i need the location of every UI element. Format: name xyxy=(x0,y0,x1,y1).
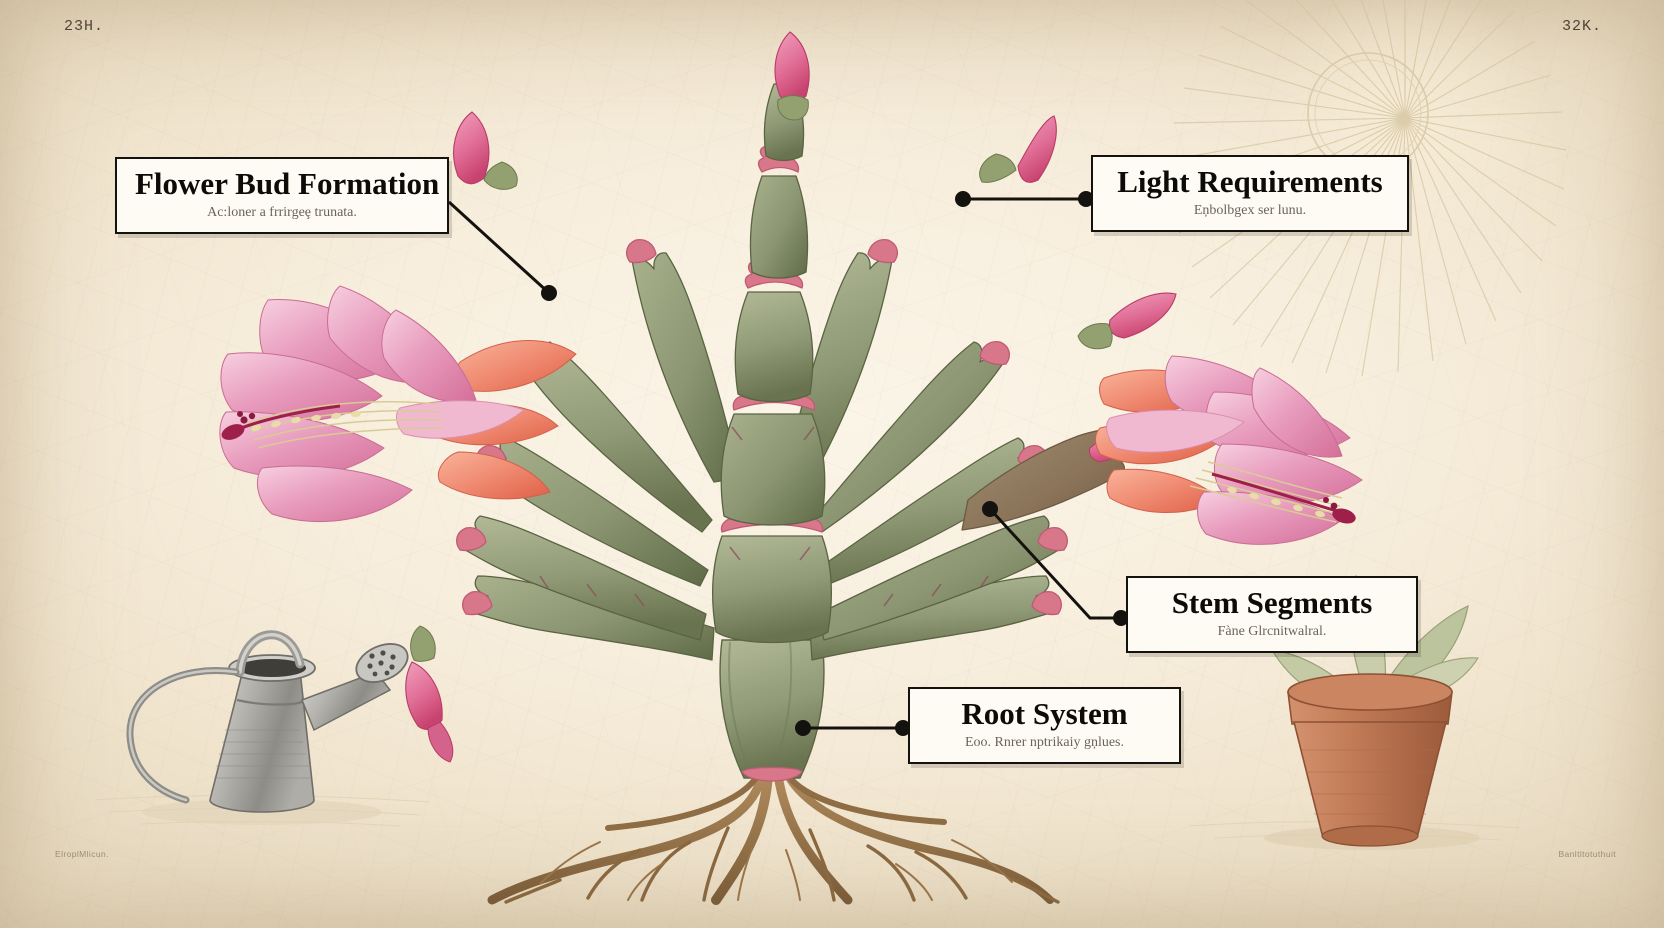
label-title-stem-segments: Stem Segments xyxy=(1171,585,1373,620)
label-title-light-requirements: Light Requirements xyxy=(1117,164,1383,199)
cactus-segments xyxy=(455,83,1126,661)
can-opening xyxy=(238,659,306,677)
stamen-filaments xyxy=(1189,461,1343,523)
flower-buds xyxy=(405,31,1177,763)
can-hatching xyxy=(214,729,311,779)
label-box-flower-bud-formation[interactable]: Flower Bud Formation Ac:loner a frrirgee… xyxy=(115,157,449,234)
flower-right xyxy=(1095,355,1363,545)
stigma xyxy=(1211,472,1341,514)
pot-body xyxy=(1292,721,1448,841)
root-system-art xyxy=(487,768,1060,905)
label-title-flower-bud-formation: Flower Bud Formation xyxy=(135,166,440,201)
label-subtitle-stem-segments: Fàne Glrcnitwalral. xyxy=(1217,623,1327,639)
base-stem xyxy=(719,639,825,782)
corner-code-top-right: 32K. xyxy=(1561,18,1602,35)
pot-hatching xyxy=(1302,749,1438,815)
stigma-lobes xyxy=(1323,497,1338,510)
corner-code-bottom-right: Banltltotuthuit xyxy=(1558,849,1616,859)
flower-left xyxy=(219,285,577,523)
label-subtitle-flower-bud-formation: Ac:loner a frrirgeȩ trunata. xyxy=(207,204,357,220)
label-box-light-requirements[interactable]: Light Requirements Eņbolbgex ser lunu. xyxy=(1091,155,1409,232)
rose-holes xyxy=(367,650,396,677)
terracotta-pot-seedling xyxy=(1270,574,1479,847)
stem-joint xyxy=(741,766,803,782)
stamen-filaments xyxy=(245,401,445,449)
anthers xyxy=(1227,486,1325,518)
anthers xyxy=(251,410,361,432)
label-box-root-system[interactable]: Root System Eoo. Rnrer nptrikaiy gņlues. xyxy=(908,687,1181,764)
segment-notch-marks xyxy=(539,426,989,607)
label-subtitle-light-requirements: Eņbolbgex ser lunu. xyxy=(1193,202,1307,218)
watering-can xyxy=(126,630,409,813)
corner-code-bottom-left: ElroplMlicun. xyxy=(55,849,109,859)
stigma-lobes xyxy=(237,411,256,424)
corner-code-top-left: 23H. xyxy=(64,18,105,35)
label-box-stem-segments[interactable]: Stem Segments Fàne Glrcnitwalral. xyxy=(1126,576,1418,653)
label-subtitle-root-system: Eoo. Rnrer nptrikaiy gņlues. xyxy=(964,734,1125,750)
label-title-root-system: Root System xyxy=(961,696,1128,731)
